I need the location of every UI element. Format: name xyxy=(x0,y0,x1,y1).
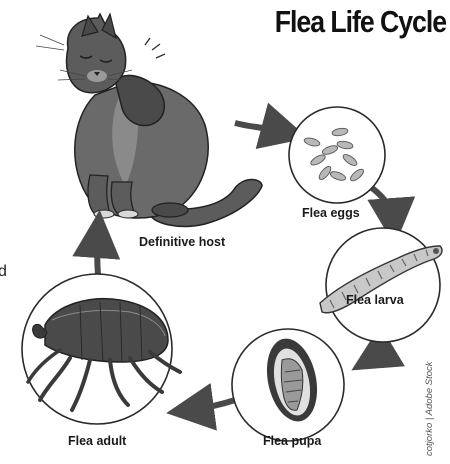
flea-larva-illustration xyxy=(320,228,442,342)
label-flea-pupa: Flea pupa xyxy=(263,434,321,448)
edge-text-fragment: d xyxy=(0,263,7,281)
arrow-adult-to-host xyxy=(97,234,98,275)
cat-host-illustration xyxy=(36,14,262,226)
flea-adult-illustration xyxy=(22,274,180,424)
diagram-title: Flea Life Cycle xyxy=(240,4,446,40)
label-definitive-host: Definitive host xyxy=(139,235,225,249)
label-flea-eggs: Flea eggs xyxy=(302,206,360,220)
arrow-eggs-to-larva xyxy=(372,188,393,222)
flea-eggs-illustration xyxy=(289,107,385,203)
arrow-pupa-to-adult xyxy=(190,400,235,410)
flea-pupa-illustration xyxy=(232,329,344,441)
label-flea-larva: Flea larva xyxy=(346,293,404,307)
arrow-host-to-eggs xyxy=(235,123,285,132)
label-flea-adult: Flea adult xyxy=(68,434,126,448)
image-credit: cotjorko | Adobe Stock xyxy=(424,361,435,456)
